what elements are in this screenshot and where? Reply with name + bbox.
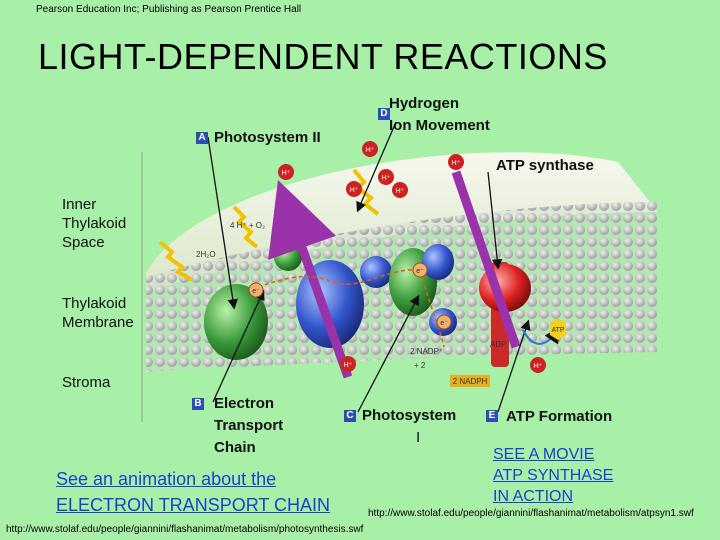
etc-label-2: Transport <box>214 417 284 434</box>
hydrogen-ion-label-1: Hydrogen <box>389 95 460 112</box>
movie-link-line-2[interactable]: ATP SYNTHASE <box>493 467 614 484</box>
proton-arrow-2 <box>451 170 521 349</box>
atp-synthase-movie-link[interactable]: SEE A MOVIE ATP SYNTHASE IN ACTION <box>493 444 613 507</box>
photosystem-ii-complex <box>204 284 268 360</box>
photosystem-i-label-2: I <box>416 429 421 446</box>
page-title: LIGHT-DEPENDENT REACTIONS <box>38 36 608 77</box>
movie-link-line-3[interactable]: IN ACTION <box>493 488 574 505</box>
tag-a: A <box>196 132 208 144</box>
proton-label: H⁺ <box>282 170 291 177</box>
proton-arrow-1 <box>268 180 353 379</box>
tag-b: B <box>192 398 204 410</box>
photosystem-ii-label: Photosystem II <box>214 129 321 146</box>
oxygen-label: 4 H⁺ + O₂ <box>230 221 265 230</box>
proton-ions <box>278 141 546 373</box>
etc-label-3: Chain <box>214 439 256 456</box>
electron-label: e⁻ <box>252 288 260 295</box>
electrons <box>248 262 452 330</box>
atpsyn-url: http://www.stolaf.edu/people/giannini/fl… <box>368 508 694 519</box>
light-reactions-diagram: H⁺ H⁺ H⁺ H⁺ H⁺ H⁺ H⁺ H⁺ e⁻ e⁻ e⁻ 2H₂O 4 … <box>58 92 720 464</box>
adp-label: ADP <box>490 340 506 349</box>
atp-synthase-label: ATP synthase <box>496 157 594 174</box>
etc-animation-link-line-1[interactable]: See an animation about the <box>56 469 277 489</box>
light-bolt-3 <box>352 168 380 216</box>
light-bolt-1 <box>158 240 193 282</box>
hydrogen-ion-label-2: Ion Movement <box>389 117 490 134</box>
electron-label: e⁻ <box>416 268 424 275</box>
electron-flow-path <box>257 269 445 348</box>
light-bolt-2 <box>232 205 259 249</box>
publisher-credit: Pearson Education Inc; Publishing as Pea… <box>36 4 302 15</box>
proton-label: H⁺ <box>350 187 359 194</box>
etc-animation-link-line-2[interactable]: ELECTRON TRANSPORT CHAIN <box>56 495 331 515</box>
atp-badge <box>550 318 566 340</box>
tag-d: D <box>378 108 390 120</box>
nadp-label: 2 NADP⁺ <box>410 347 443 356</box>
proton-label: H⁺ <box>382 175 391 182</box>
electron-label: e⁻ <box>440 320 448 327</box>
tag-c: C <box>344 410 356 422</box>
inner-thylakoid-label-3: Space <box>62 234 105 251</box>
nadph-badge <box>450 375 490 387</box>
proton-label: H⁺ <box>452 160 461 167</box>
membrane-label-1: Thylakoid <box>62 295 127 312</box>
proton-label: H⁺ <box>344 362 353 369</box>
plus-2h-label: + 2 <box>414 361 426 370</box>
atp-formation-label: ATP Formation <box>506 408 613 425</box>
nadph-label: 2 NADPH <box>453 377 488 386</box>
tag-e: E <box>486 410 498 422</box>
atp-label: ATP <box>551 327 564 334</box>
movie-link-line-1[interactable]: SEE A MOVIE <box>493 446 595 463</box>
inner-thylakoid-label-1: Inner <box>62 196 97 213</box>
proton-label: H⁺ <box>534 363 543 370</box>
diagram-illustration: H⁺ H⁺ H⁺ H⁺ H⁺ H⁺ H⁺ H⁺ e⁻ e⁻ e⁻ 2H₂O 4 … <box>141 121 658 422</box>
photosynthesis-url: http://www.stolaf.edu/people/giannini/fl… <box>6 524 364 535</box>
photosystem-i-label-1: Photosystem <box>362 407 457 424</box>
membrane-label-2: Membrane <box>62 314 134 331</box>
inner-thylakoid-label-2: Thylakoid <box>62 215 127 232</box>
etc-animation-link[interactable]: See an animation about the ELECTRON TRAN… <box>56 466 330 518</box>
stroma-label: Stroma <box>62 374 111 391</box>
proton-label: H⁺ <box>396 188 405 195</box>
etc-label-1: Electron <box>214 395 275 412</box>
proton-label: H⁺ <box>366 147 375 154</box>
water-label: 2H₂O <box>196 250 216 259</box>
